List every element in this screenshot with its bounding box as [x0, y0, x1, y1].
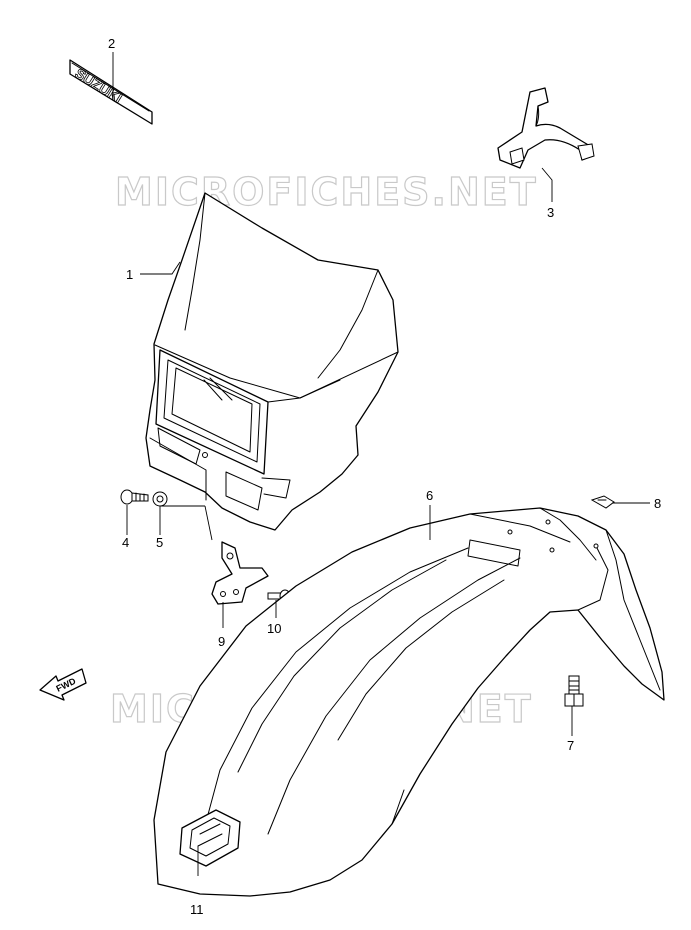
callout-3: 3 — [547, 205, 554, 220]
callout-1: 1 — [126, 267, 133, 282]
callout-2: 2 — [108, 36, 115, 51]
callout-11: 11 — [190, 902, 204, 917]
fender-bolt — [564, 675, 584, 707]
callout-10: 10 — [267, 621, 281, 636]
emblem-text: SUZUKI — [72, 65, 125, 106]
callout-6: 6 — [426, 488, 433, 503]
stay-bracket — [211, 541, 269, 605]
callout-4: 4 — [122, 535, 129, 550]
headlight-cover — [145, 192, 399, 531]
front-fender — [153, 507, 665, 897]
washer — [152, 491, 168, 507]
watermark-top: MICROFICHES.NET — [115, 170, 538, 214]
screw — [120, 489, 149, 505]
callout-7: 7 — [567, 738, 574, 753]
callout-8: 8 — [654, 496, 661, 511]
callout-5: 5 — [156, 535, 163, 550]
grommet — [590, 495, 615, 509]
fwd-arrow-icon: FWD — [39, 668, 87, 701]
leader-lines — [112, 52, 650, 876]
suzuki-emblem: SUZUKI — [69, 59, 153, 125]
bracket-clamp — [497, 87, 595, 169]
callout-9: 9 — [218, 634, 225, 649]
